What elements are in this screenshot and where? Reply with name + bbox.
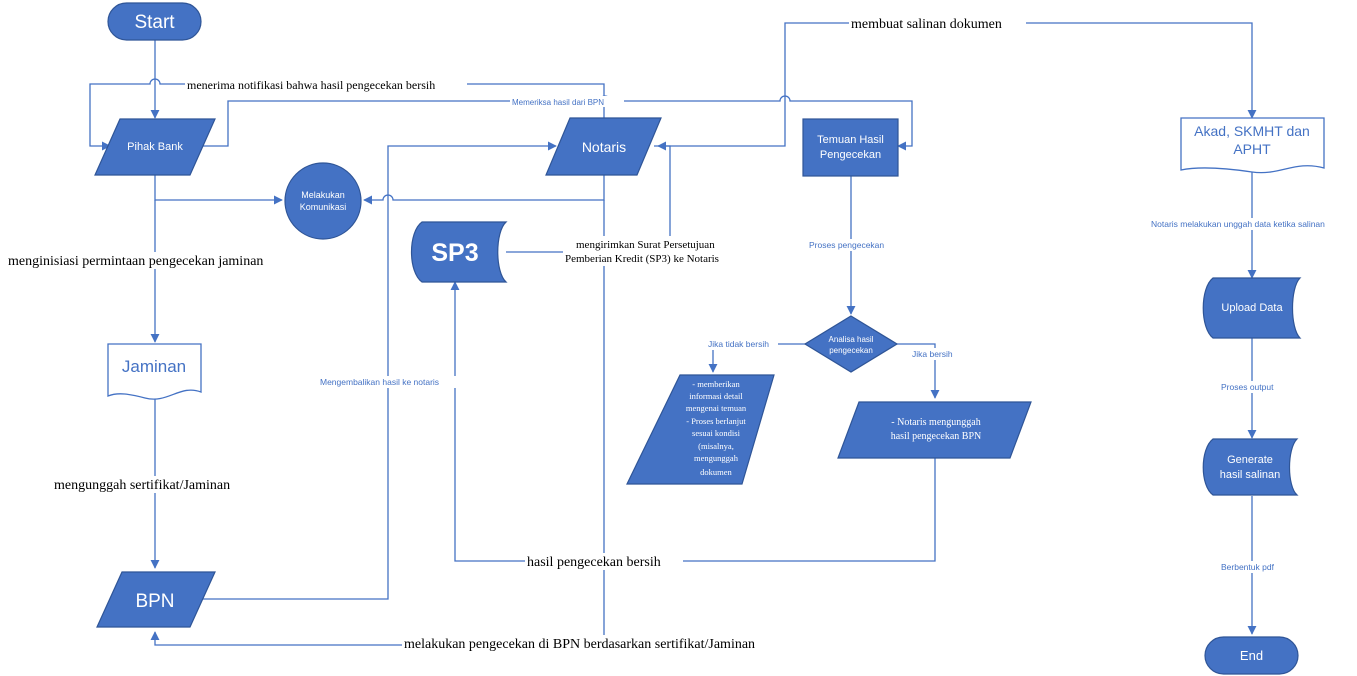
label-tidak-bersih: Jika tidak bersih	[708, 339, 769, 349]
edge-hasil-bersih	[450, 281, 936, 562]
edge-notaris-to-bpn	[150, 200, 605, 646]
komunikasi-label-1: Melakukan	[301, 190, 345, 200]
notaris-unggah-line-2: hasil pengecekan BPN	[891, 431, 982, 442]
label-menerima: menerima notifikasi bahwa hasil pengecek…	[187, 78, 435, 92]
analisa-decision	[803, 315, 899, 373]
label-notaris-unggah-salinan: Notaris melakukan unggah data ketika sal…	[1151, 219, 1325, 229]
sp3-label: SP3	[431, 239, 478, 267]
edge-analisa-bersih	[896, 343, 940, 399]
memberikan-line-3: mengenai temuan	[686, 403, 747, 413]
upload-label: Upload Data	[1221, 302, 1283, 314]
generate-label-2: hasil salinan	[1220, 469, 1281, 481]
memberikan-line-5: sesuai kondisi	[692, 428, 741, 438]
generate-label-1: Generate	[1227, 454, 1273, 466]
memeriksa-bg	[510, 96, 624, 107]
label-melakukan-bpn: melakukan pengecekan di BPN berdasarkan …	[404, 637, 755, 652]
edge-membuat-salinan	[654, 22, 1257, 147]
memberikan-line-8: dokumen	[700, 467, 732, 477]
start-terminal	[107, 2, 202, 41]
memberikan-line-4: - Proses berlanjut	[686, 416, 746, 426]
bpn-parallelogram	[96, 571, 216, 628]
label-memeriksa: Memeriksa hasil dari BPN	[512, 98, 604, 107]
label-mengirimkan-2: Pemberian Kredit (SP3) ke Notaris	[565, 253, 719, 265]
edge-bank-to-komunikasi	[154, 175, 283, 205]
edge-bpn-to-notaris	[202, 141, 557, 600]
temuan-process	[802, 118, 899, 177]
label-menginisiasi: menginisiasi permintaan pengecekan jamin…	[8, 254, 263, 269]
bersih-bg	[910, 348, 960, 360]
menginisiasi-bg	[7, 252, 302, 269]
jaminan-document	[107, 343, 202, 400]
analisa-label-1: Analisa hasil	[829, 335, 874, 344]
tidak-bersih-bg	[706, 338, 778, 350]
akad-document	[1180, 117, 1325, 174]
label-mengembalikan: Mengembalikan hasil ke notaris	[320, 377, 439, 387]
notaris-unggah-salinan-bg	[1150, 218, 1353, 230]
label-hasil-bersih: hasil pengecekan bersih	[527, 555, 661, 570]
hasil-bersih-bg	[525, 553, 683, 570]
label-proses-output: Proses output	[1221, 382, 1274, 392]
label-proses-pengecekan: Proses pengecekan	[809, 240, 884, 250]
mengembalikan-bg	[318, 376, 460, 388]
mengirimkan-bg	[563, 236, 741, 266]
memberikan-parallelogram	[626, 374, 775, 485]
mengunggah-bg	[52, 476, 258, 493]
label-membuat: membuat salinan dokumen	[851, 17, 1002, 32]
bpn-label: BPN	[135, 591, 174, 612]
notaris-unggah-parallelogram	[837, 401, 1032, 459]
notaris-parallelogram	[545, 117, 662, 176]
label-berbentuk: Berbentuk pdf	[1221, 562, 1275, 572]
end-terminal	[1204, 636, 1299, 675]
membuat-bg	[849, 15, 1026, 32]
end-label: End	[1240, 648, 1263, 663]
menerima-bg	[185, 77, 467, 92]
label-mengirimkan-1: mengirimkan Surat Persetujuan	[576, 239, 715, 251]
pihak-bank-parallelogram	[94, 118, 216, 176]
jaminan-label: Jaminan	[122, 357, 186, 376]
notaris-unggah-line-1: - Notaris mengunggah	[891, 417, 980, 428]
berbentuk-bg	[1219, 561, 1285, 573]
melakukan-bpn-bg	[402, 635, 806, 652]
akad-label-1: Akad, SKMHT dan	[1194, 123, 1310, 139]
memberikan-text: - memberikan informasi detail mengenai t…	[686, 379, 747, 477]
proses-pengecekan-bg	[807, 239, 895, 251]
memberikan-line-2: informasi detail	[689, 391, 743, 401]
pihak-bank-label: Pihak Bank	[127, 141, 183, 153]
memberikan-line-1: - memberikan	[692, 379, 740, 389]
memberikan-line-6: (misalnya,	[698, 441, 734, 451]
edge-menerima-notifikasi	[89, 78, 605, 151]
upload-stored-data	[1202, 277, 1302, 339]
notaris-label: Notaris	[582, 139, 626, 155]
komunikasi-circle	[284, 162, 362, 240]
edge-notaris-to-komunikasi	[363, 175, 605, 205]
memberikan-line-7: mengunggah	[694, 453, 739, 463]
analisa-label-2: pengecekan	[829, 346, 873, 355]
komunikasi-label-2: Komunikasi	[300, 202, 347, 212]
label-bersih: Jika bersih	[912, 349, 953, 359]
connectors	[89, 22, 1257, 646]
proses-output-bg	[1219, 381, 1285, 393]
temuan-label-1: Temuan Hasil	[817, 134, 884, 146]
temuan-label-2: Pengecekan	[820, 149, 881, 161]
start-label: Start	[134, 12, 175, 33]
label-mengunggah: mengunggah sertifikat/Jaminan	[54, 478, 230, 493]
generate-stored-data	[1202, 438, 1299, 496]
akad-label-2: APHT	[1233, 141, 1271, 157]
sp3-stored-data	[411, 221, 508, 283]
